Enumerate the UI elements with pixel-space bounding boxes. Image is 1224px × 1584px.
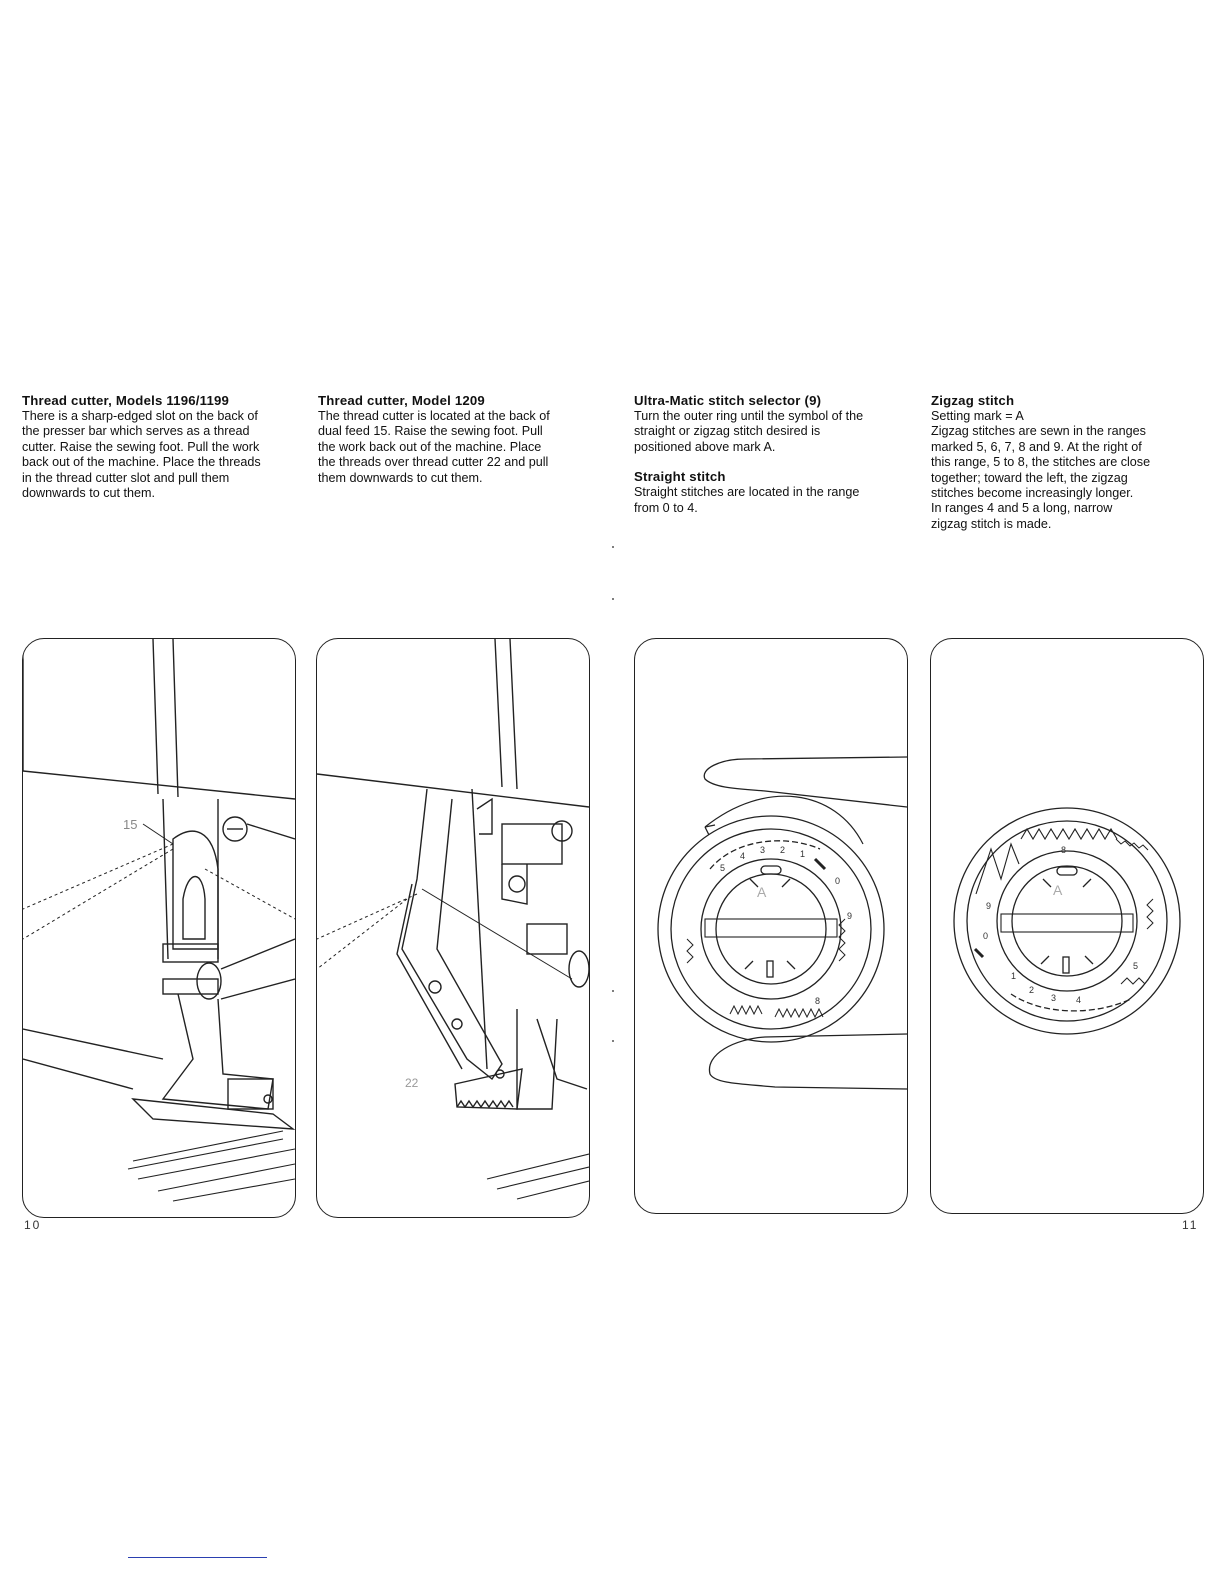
section-title: Zigzag stitch <box>931 393 1015 408</box>
dial-number: 5 <box>720 863 725 873</box>
body-line: straight or zigzag stitch desired is <box>634 424 821 439</box>
dial-number: 1 <box>1011 971 1016 981</box>
body-line: back out of the machine. Place the threa… <box>22 455 261 470</box>
dial-number: 8 <box>815 996 820 1006</box>
dial-number: 8 <box>1061 845 1066 855</box>
body-line: stitches become increasingly longer. <box>931 486 1134 501</box>
section-stitch-selector: Ultra-Matic stitch selector (9) Turn the… <box>634 393 909 516</box>
body-line: Straight stitches are located in the ran… <box>634 485 860 500</box>
body-line: in the thread cutter slot and pull them <box>22 470 230 485</box>
body-line: There is a sharp-edged slot on the back … <box>22 409 258 423</box>
scan-speck <box>612 598 614 600</box>
section-title: Thread cutter, Model 1209 <box>318 393 485 408</box>
section-thread-cutter-1209: Thread cutter, Model 1209 The thread cut… <box>318 393 593 486</box>
body-line: cutter. Raise the sewing foot. Pull the … <box>22 439 260 454</box>
dial-number: 1 <box>800 849 805 859</box>
dial-number: 0 <box>983 931 988 941</box>
body-line: downwards to cut them. <box>22 486 155 501</box>
dial-number: 4 <box>1076 995 1081 1005</box>
dial-number: 9 <box>847 911 852 921</box>
scan-speck <box>612 1040 614 1042</box>
body-line: from 0 to 4. <box>634 500 698 515</box>
dial-number: 3 <box>760 845 765 855</box>
body-line: dual feed 15. Raise the sewing foot. Pul… <box>318 424 543 439</box>
subsection-title: Straight stitch <box>634 469 726 485</box>
body-line: zigzag stitch is made. <box>931 516 1052 531</box>
page-number-right: 11 <box>1182 1218 1199 1232</box>
body-line: together; toward the left, the zigzag <box>931 470 1128 485</box>
body-line: marked 5, 6, 7, 8 and 9. At the right of <box>931 439 1142 454</box>
body-line: Turn the outer ring until the symbol of … <box>634 409 864 423</box>
dial-number: 5 <box>1133 961 1138 971</box>
callout-label: 22 <box>405 1076 419 1090</box>
setting-mark-label: A <box>1053 882 1063 898</box>
body-line: them downwards to cut them. <box>318 470 483 485</box>
dial-number: 2 <box>1029 985 1034 995</box>
page-number-left: 10 <box>24 1218 42 1232</box>
figure-thread-cutter-presser-bar: 15 <box>22 638 296 1218</box>
section-title: Ultra-Matic stitch selector (9) <box>634 393 822 408</box>
callout-label: 15 <box>123 817 137 832</box>
body-line: Zigzag stitches are sewn in the ranges <box>931 424 1146 439</box>
scan-speck <box>612 546 614 548</box>
figure-thread-cutter-dual-feed: 22 <box>316 638 590 1218</box>
section-title: Thread cutter, Models 1196/1199 <box>22 393 230 408</box>
section-zigzag-stitch: Zigzag stitch Setting mark = A Zigzag st… <box>931 393 1206 532</box>
figure-zigzag-dial: A 8 9 0 1 2 3 4 5 <box>930 638 1204 1214</box>
body-line: The thread cutter is located at the back… <box>318 409 550 423</box>
dial-number: 0 <box>835 876 840 886</box>
body-line: this range, 5 to 8, the stitches are clo… <box>931 455 1151 470</box>
body-line: the work back out of the machine. Place <box>318 439 542 454</box>
figure-stitch-selector-dial: A 5 4 3 2 1 0 9 8 <box>634 638 908 1214</box>
body-line: the threads over thread cutter 22 and pu… <box>318 455 549 470</box>
setting-mark-label: A <box>757 884 767 900</box>
section-thread-cutter-1196: Thread cutter, Models 1196/1199 There is… <box>22 393 297 501</box>
body-line: Setting mark = A <box>931 409 1024 423</box>
dial-number: 3 <box>1051 993 1056 1003</box>
body-line: positioned above mark A. <box>634 439 776 454</box>
body-line: the presser bar which serves as a thread <box>22 424 250 439</box>
dial-number: 9 <box>986 901 991 911</box>
scan-speck <box>612 990 614 992</box>
scan-underline <box>128 1557 267 1558</box>
dial-number: 2 <box>780 845 785 855</box>
body-line: In ranges 4 and 5 a long, narrow <box>931 501 1113 516</box>
dial-number: 4 <box>740 851 745 861</box>
